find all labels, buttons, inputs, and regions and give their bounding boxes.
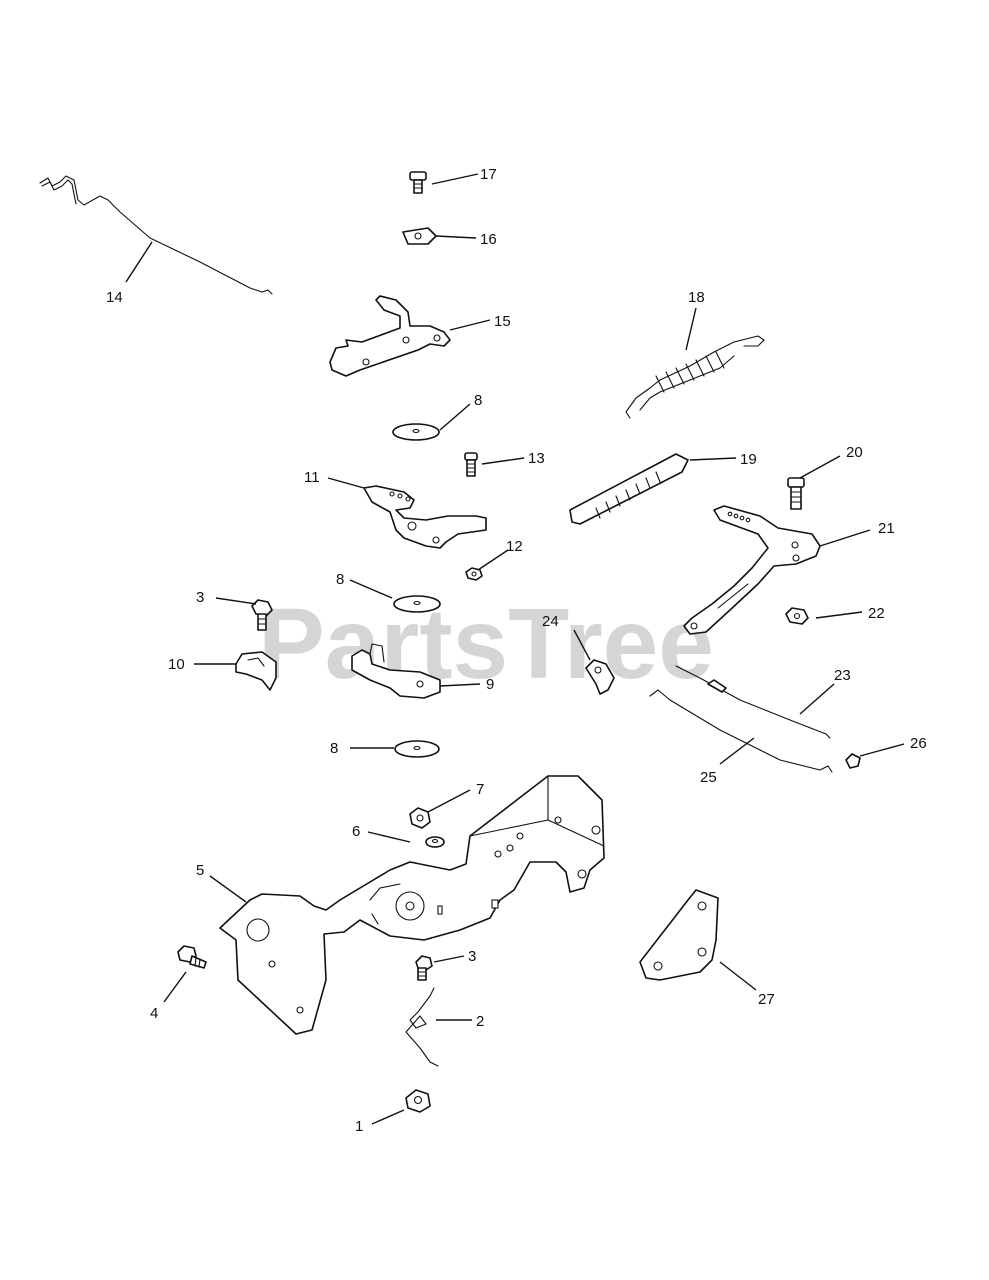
callout-8-mid[interactable]: 8 bbox=[336, 571, 344, 588]
callout-21[interactable]: 21 bbox=[878, 520, 895, 537]
callout-8-low[interactable]: 8 bbox=[330, 740, 338, 757]
callout-11[interactable]: 11 bbox=[304, 469, 320, 486]
callout-23[interactable]: 23 bbox=[834, 667, 851, 684]
part-22-nut[interactable] bbox=[785, 607, 809, 625]
callout-18[interactable]: 18 bbox=[688, 289, 705, 306]
callout-25[interactable]: 25 bbox=[700, 769, 717, 786]
part-5-control-bracket[interactable] bbox=[219, 775, 605, 1035]
callout-16[interactable]: 16 bbox=[480, 231, 497, 248]
part-1-nut[interactable] bbox=[405, 1089, 431, 1113]
watermark: PartsTree bbox=[258, 588, 714, 700]
callout-6[interactable]: 6 bbox=[352, 823, 360, 840]
callout-2[interactable]: 2 bbox=[476, 1013, 484, 1030]
part-21-throttle-arm[interactable] bbox=[683, 505, 821, 635]
callout-17[interactable]: 17 bbox=[480, 166, 497, 183]
part-3-bolt-lower[interactable] bbox=[415, 955, 433, 981]
callout-1[interactable]: 1 bbox=[355, 1118, 363, 1135]
part-19-spring[interactable] bbox=[569, 453, 689, 525]
callout-26[interactable]: 26 bbox=[910, 735, 927, 752]
callout-4[interactable]: 4 bbox=[150, 1005, 158, 1022]
callout-24[interactable]: 24 bbox=[542, 613, 559, 630]
callout-8-top[interactable]: 8 bbox=[474, 392, 482, 409]
part-6-washer[interactable] bbox=[425, 836, 445, 848]
part-10-clip[interactable] bbox=[235, 651, 277, 691]
part-8-washer-mid[interactable] bbox=[393, 595, 441, 613]
callout-5[interactable]: 5 bbox=[196, 862, 204, 879]
leader-lines bbox=[125, 173, 905, 1125]
part-23-cable[interactable] bbox=[675, 665, 831, 739]
callout-19[interactable]: 19 bbox=[740, 451, 757, 468]
part-18-spring[interactable] bbox=[625, 335, 765, 419]
part-24-clip[interactable] bbox=[585, 659, 615, 695]
part-25-rod[interactable] bbox=[649, 689, 833, 773]
part-27-plate[interactable] bbox=[639, 889, 719, 981]
callout-27[interactable]: 27 bbox=[758, 991, 775, 1008]
callout-3-upper[interactable]: 3 bbox=[196, 589, 204, 606]
part-20-bolt[interactable] bbox=[787, 477, 805, 510]
callout-13[interactable]: 13 bbox=[528, 450, 545, 467]
callout-15[interactable]: 15 bbox=[494, 313, 511, 330]
callout-7[interactable]: 7 bbox=[476, 781, 484, 798]
part-13-bolt[interactable] bbox=[464, 452, 478, 477]
callout-12[interactable]: 12 bbox=[506, 538, 523, 555]
part-16-washer[interactable] bbox=[402, 227, 437, 245]
callout-14[interactable]: 14 bbox=[106, 289, 123, 306]
part-4-bolt[interactable] bbox=[177, 945, 207, 969]
part-8-washer-top[interactable] bbox=[392, 423, 440, 441]
part-17-bolt[interactable] bbox=[409, 171, 427, 194]
callout-labels: 1 2 3 3 4 5 6 7 8 8 8 9 10 11 12 13 14 1… bbox=[106, 166, 927, 1135]
part-2-spring-wire[interactable] bbox=[405, 987, 439, 1067]
part-15-bracket[interactable] bbox=[329, 295, 451, 377]
part-14-governor-rod[interactable] bbox=[39, 175, 273, 295]
part-12-nut[interactable] bbox=[465, 567, 483, 581]
callout-3-lower[interactable]: 3 bbox=[468, 948, 476, 965]
callout-10[interactable]: 10 bbox=[168, 656, 185, 673]
part-11-lever[interactable] bbox=[363, 485, 487, 549]
callout-9[interactable]: 9 bbox=[486, 676, 494, 693]
callout-22[interactable]: 22 bbox=[868, 605, 885, 622]
callout-20[interactable]: 20 bbox=[846, 444, 863, 461]
part-26-screw[interactable] bbox=[845, 753, 861, 769]
part-8-washer-low[interactable] bbox=[394, 740, 440, 758]
part-7-nut[interactable] bbox=[409, 807, 431, 829]
part-3-bolt-upper[interactable] bbox=[251, 599, 273, 631]
